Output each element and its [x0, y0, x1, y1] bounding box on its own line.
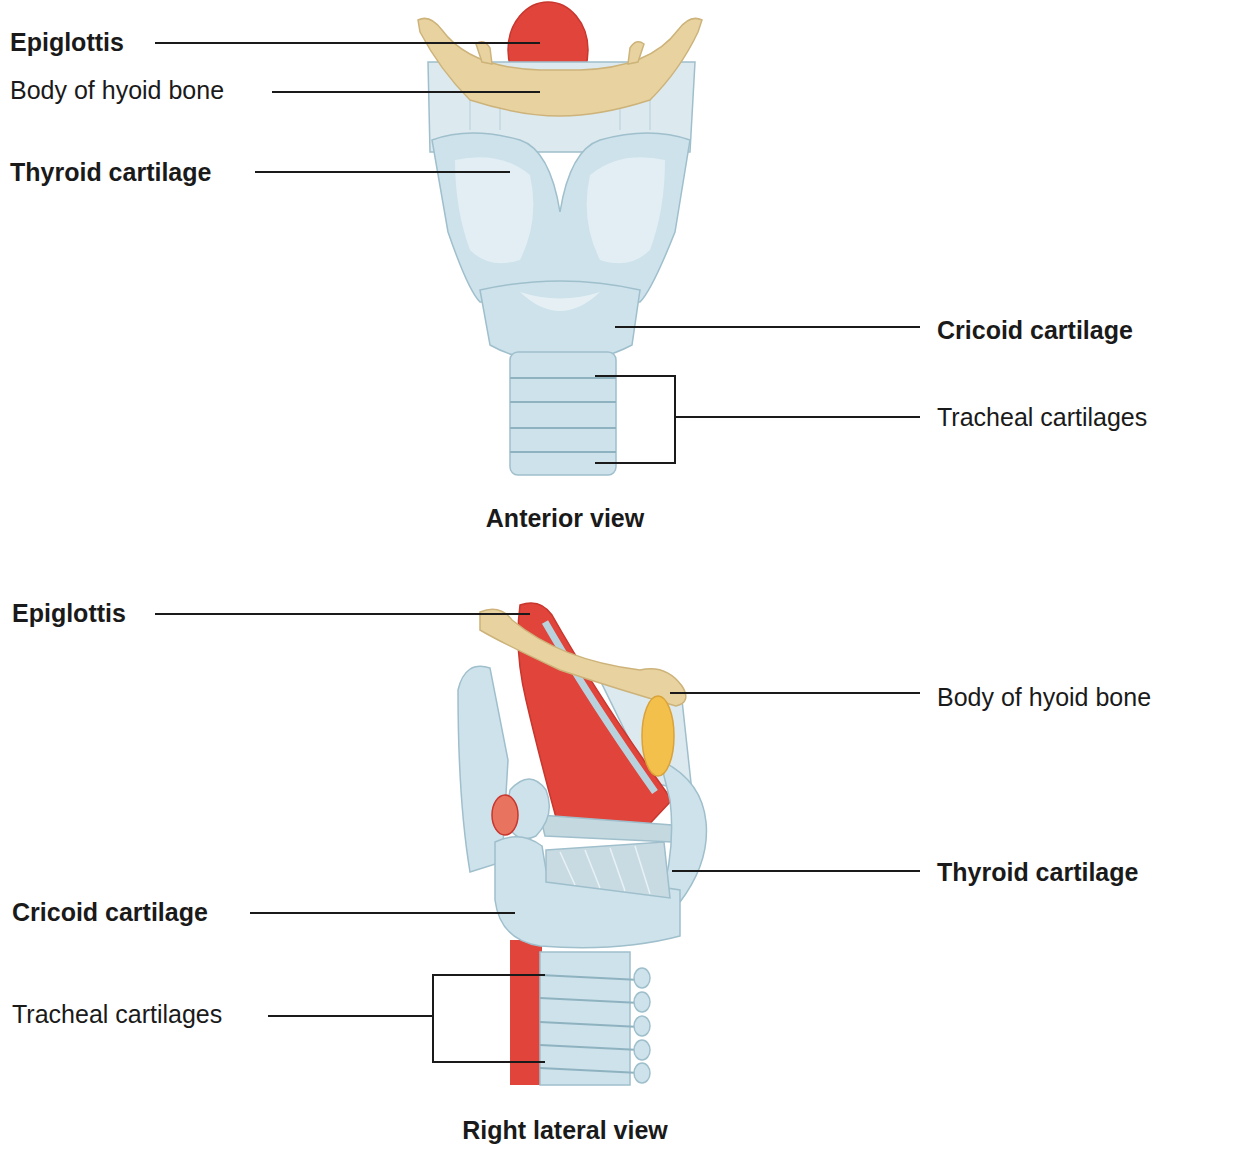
- leader-line: [155, 42, 540, 44]
- ring-end: [634, 1063, 650, 1083]
- lateral-larynx: [458, 603, 706, 1085]
- part-label: Body of hyoid bone: [10, 75, 224, 105]
- part-label: Cricoid cartilage: [12, 897, 208, 927]
- ring-end: [634, 992, 650, 1012]
- leader-line: [670, 692, 920, 694]
- hyoid-bone-shape: [418, 18, 702, 116]
- trachea-shape: [510, 352, 616, 475]
- leader-line: [155, 613, 530, 615]
- tracheal-ring: [510, 378, 616, 452]
- cricoid-cartilage-shape: [480, 281, 640, 362]
- thyroid-cartilage-shape: [432, 133, 690, 302]
- view-caption: Anterior view: [315, 503, 815, 533]
- part-label: Body of hyoid bone: [937, 682, 1151, 712]
- esophagus-strip: [510, 940, 542, 1085]
- ring-end: [634, 1016, 650, 1036]
- leader-line: [272, 91, 540, 93]
- part-label: Epiglottis: [12, 598, 126, 628]
- leader-line: [255, 171, 510, 173]
- bracket-leader: [268, 975, 545, 1062]
- bracket-leader: [595, 376, 920, 463]
- ring-end: [634, 1040, 650, 1060]
- part-label: Epiglottis: [10, 27, 124, 57]
- view-caption: Right lateral view: [315, 1115, 815, 1145]
- hyoid-bone-shape: [480, 609, 686, 706]
- hyoid-lesser-horn: [476, 42, 644, 64]
- ring-end: [634, 968, 650, 988]
- tracheal-ring: [540, 975, 640, 1073]
- cricoid-cartilage-shape: [495, 837, 680, 948]
- leader-lines: [155, 43, 920, 1062]
- anterior-larynx: [418, 2, 702, 475]
- muscle-striation: [560, 846, 650, 894]
- corniculate-shape: [492, 795, 518, 835]
- part-label: Thyroid cartilage: [937, 857, 1138, 887]
- cricothyroid-ligament: [520, 292, 600, 311]
- part-label: Thyroid cartilage: [10, 157, 211, 187]
- part-label: Cricoid cartilage: [937, 315, 1133, 345]
- cricothyroid-muscle: [546, 842, 670, 898]
- part-label: Tracheal cartilages: [937, 402, 1147, 432]
- part-label: Tracheal cartilages: [12, 999, 222, 1029]
- leader-line: [672, 870, 920, 872]
- thyroid-highlight: [587, 157, 665, 263]
- leader-line: [250, 912, 515, 914]
- vocal-fold: [540, 815, 672, 842]
- thyroid-highlight: [455, 157, 533, 263]
- fat-pad: [642, 696, 674, 776]
- trachea-shape: [540, 952, 630, 1085]
- epiglottis-cartilage-edge: [545, 622, 655, 792]
- leader-line: [615, 326, 920, 328]
- tracheal-ring-ends: [634, 968, 650, 1083]
